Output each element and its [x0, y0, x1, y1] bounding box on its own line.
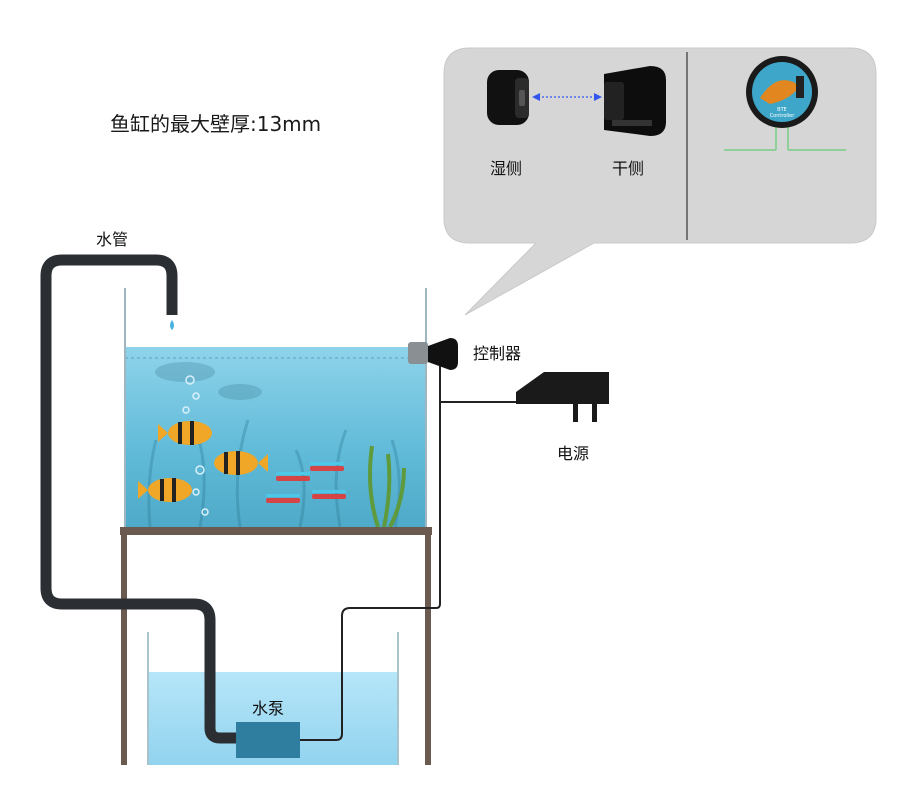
alignment-arrow — [532, 93, 602, 101]
background-fish — [155, 362, 262, 400]
controller-wire — [300, 366, 441, 741]
page-title: 鱼缸的最大壁厚:13mm — [110, 112, 322, 136]
power-adapter-icon — [516, 372, 609, 422]
stand — [120, 527, 432, 765]
fish-icon — [138, 478, 192, 502]
fish-icon — [158, 421, 212, 445]
controller-sensor-icon — [408, 338, 458, 370]
main-tank — [124, 288, 427, 528]
dry-side-sensor-icon — [604, 66, 666, 136]
label-power: 电源 — [557, 444, 590, 463]
fish-icon — [214, 451, 268, 475]
label-water-pipe: 水管 — [96, 230, 129, 249]
badge-line2: Controller — [770, 113, 796, 119]
green-plant — [368, 445, 406, 528]
bubbles — [182, 375, 209, 516]
water-hose — [40, 254, 240, 744]
label-controller: 控制器 — [473, 344, 522, 363]
badge-line1: BTE — [777, 107, 787, 113]
label-wet-side: 湿侧 — [490, 159, 523, 178]
wet-side-sensor-icon — [487, 70, 529, 125]
controller-badge-icon: BTE Controller — [724, 56, 846, 151]
small-fish-group — [266, 462, 346, 503]
water-drop-icon — [170, 320, 174, 330]
label-pump: 水泵 — [252, 699, 285, 718]
label-dry-side: 干侧 — [612, 159, 645, 178]
pump-icon — [236, 722, 300, 758]
